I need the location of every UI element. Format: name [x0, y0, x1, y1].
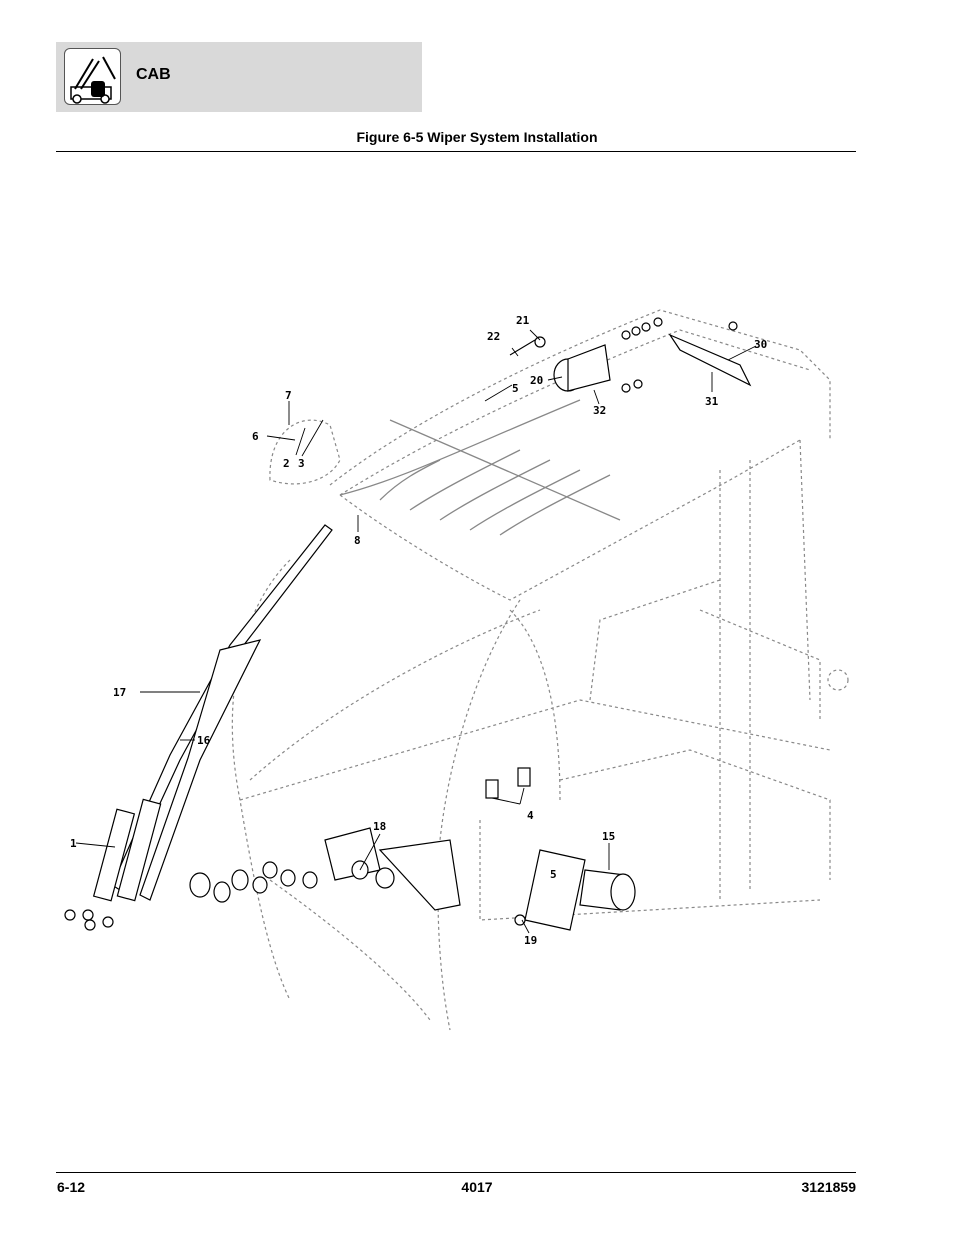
callout-label: 18 — [373, 820, 386, 833]
callout-label: 20 — [530, 374, 543, 387]
roof-panels — [339, 399, 621, 536]
callout-label: 5 — [512, 382, 519, 395]
callout-label: 17 — [113, 686, 126, 699]
callout-label: 32 — [593, 404, 606, 417]
callout-label: 8 — [354, 534, 361, 547]
callout-label: 3 — [298, 457, 305, 470]
callout-label: 21 — [516, 314, 530, 327]
figure-title: Figure 6-5 Wiper System Installation — [356, 129, 598, 145]
wiper-linkage — [189, 827, 461, 911]
callout-label: 30 — [754, 338, 767, 351]
callout-label: 22 — [487, 330, 500, 343]
wiper-motor — [485, 767, 636, 931]
telehandler-cab-icon — [64, 48, 121, 105]
cab-frame — [231, 309, 849, 1031]
footer-divider — [56, 1172, 856, 1173]
callout-label: 31 — [705, 395, 719, 408]
callout-label: 19 — [524, 934, 537, 947]
model-number: 4017 — [461, 1179, 493, 1195]
header-divider — [56, 151, 856, 152]
page-number: 6-12 — [57, 1179, 86, 1195]
callout-label: 7 — [285, 389, 292, 402]
callout-label: 4 — [527, 809, 534, 822]
callout-label: 1 — [70, 837, 77, 850]
callout-label: 15 — [602, 830, 615, 843]
section-header: CAB — [56, 42, 422, 112]
wiper-system-drawing: 1 2 3 4 5 5 6 7 8 15 16 17 18 19 20 21 2… — [64, 309, 849, 1031]
callout-leaders — [75, 329, 757, 934]
roof-wiper-motor — [509, 317, 752, 393]
manual-number: 3121859 — [801, 1179, 856, 1195]
callout-label: 5 — [550, 868, 557, 881]
callout-label: 16 — [197, 734, 211, 747]
callout-label: 2 — [283, 457, 290, 470]
front-wiper-arms — [64, 524, 333, 931]
section-title: CAB — [136, 66, 171, 83]
callout-label: 6 — [252, 430, 259, 443]
